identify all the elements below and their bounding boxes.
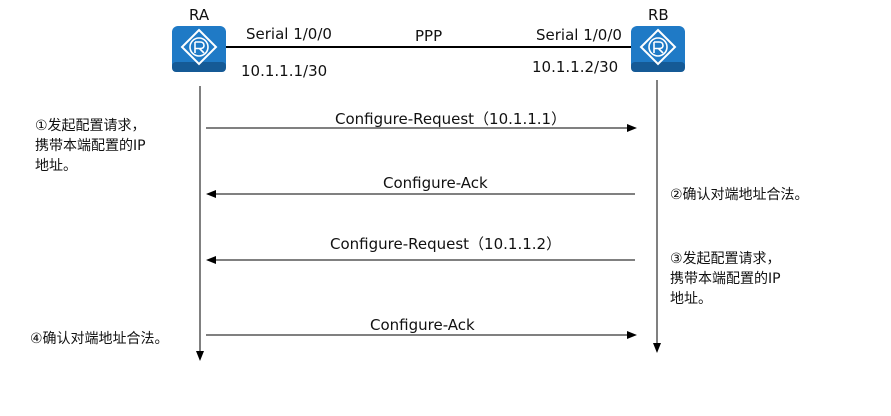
router-ra-icon: [172, 26, 226, 72]
ppp-link-label: PPP: [415, 27, 443, 45]
rb-ip-label: 10.1.1.2/30: [532, 58, 619, 76]
router-rb-label: RB: [648, 6, 669, 24]
ra-interface-label: Serial 1/0/0: [246, 25, 332, 43]
note-step-1-line-3: 地址。: [35, 158, 77, 174]
rb-interface-label: Serial 1/0/0: [536, 26, 622, 44]
ra-ip-label: 10.1.1.1/30: [241, 62, 328, 80]
note-step-1-line-1: ①发起配置请求，: [35, 118, 146, 134]
note-step-3: ③发起配置请求， 携带本端配置的IP 地址。: [670, 249, 781, 309]
note-step-1: ①发起配置请求， 携带本端配置的IP 地址。: [35, 116, 146, 176]
note-step-3-line-2: 携带本端配置的IP: [670, 271, 781, 287]
note-step-2-line: ②确认对端地址合法。: [670, 187, 809, 203]
note-step-4-line: ④确认对端地址合法。: [30, 331, 169, 347]
message-label-2: Configure-Ack: [383, 174, 488, 192]
note-step-2: ②确认对端地址合法。: [670, 185, 809, 205]
note-step-1-line-2: 携带本端配置的IP: [35, 138, 146, 154]
note-step-3-line-1: ③发起配置请求，: [670, 251, 781, 267]
message-label-4: Configure-Ack: [370, 316, 475, 334]
message-label-3: Configure-Request（10.1.1.2）: [330, 235, 562, 253]
router-ra-label: RA: [189, 6, 210, 24]
note-step-3-line-3: 地址。: [670, 291, 712, 307]
note-step-4: ④确认对端地址合法。: [30, 329, 169, 349]
router-rb-icon: [631, 26, 685, 72]
message-label-1: Configure-Request（10.1.1.1）: [335, 110, 567, 128]
